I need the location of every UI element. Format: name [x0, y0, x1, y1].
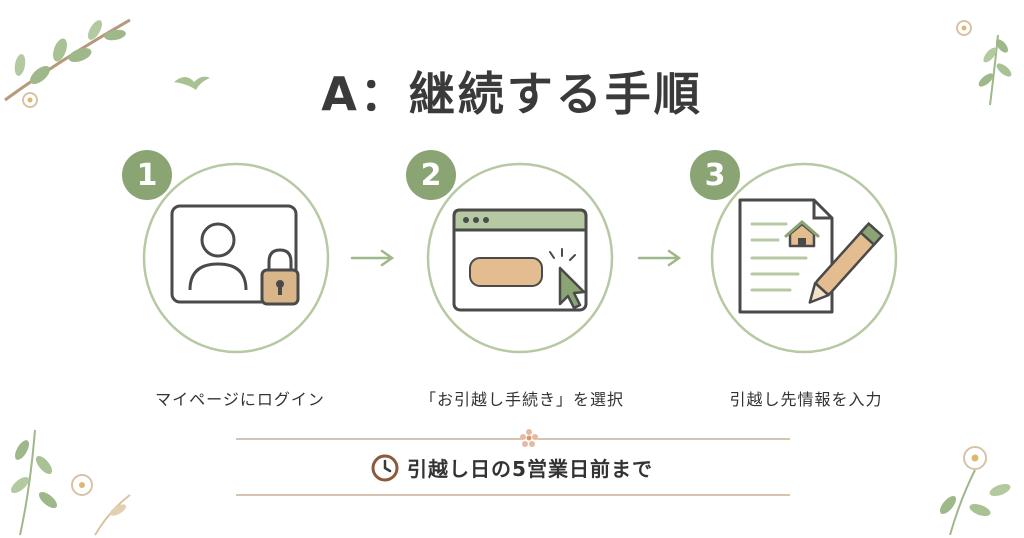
step-1-number-badge: 1 — [122, 150, 172, 200]
deadline-note: 引越し日の5営業日前まで — [0, 453, 1024, 482]
page-title: A：継続する手順 — [321, 67, 703, 121]
deadline-text: 引越し日の5営業日前まで — [407, 457, 653, 481]
arrow-right-icon — [350, 249, 395, 267]
divider-top — [236, 438, 790, 440]
step-1-circle — [142, 162, 330, 354]
login-lock-icon — [170, 204, 300, 306]
step-3-number-badge: 3 — [690, 150, 740, 200]
step-2-number-badge: 2 — [406, 150, 456, 200]
step-3: 3 — [690, 148, 900, 358]
step-2: 2 — [406, 148, 616, 358]
step-3-circle — [710, 162, 898, 354]
flower-decoration-bottom-left — [10, 429, 131, 536]
arrow-right-icon — [637, 249, 682, 267]
flower-decoration-bottom-right — [939, 446, 1011, 536]
bird-decoration — [174, 76, 210, 90]
step-1-label: マイページにログイン — [155, 390, 325, 409]
leaf-sprig-decoration-top-right — [956, 20, 1012, 106]
step-1: 1 — [122, 148, 332, 358]
flower-divider-icon — [520, 429, 538, 447]
browser-click-icon — [452, 208, 588, 312]
divider-bottom — [236, 494, 790, 496]
step-3-label: 引越し先情報を入力 — [729, 390, 883, 409]
step-2-label: 「お引越し手続き」を選択 — [419, 390, 624, 409]
leaf-branch-decoration-top-left — [4, 18, 131, 108]
document-pencil-icon — [738, 198, 884, 314]
clock-icon — [371, 454, 399, 481]
step-2-circle — [426, 162, 614, 354]
